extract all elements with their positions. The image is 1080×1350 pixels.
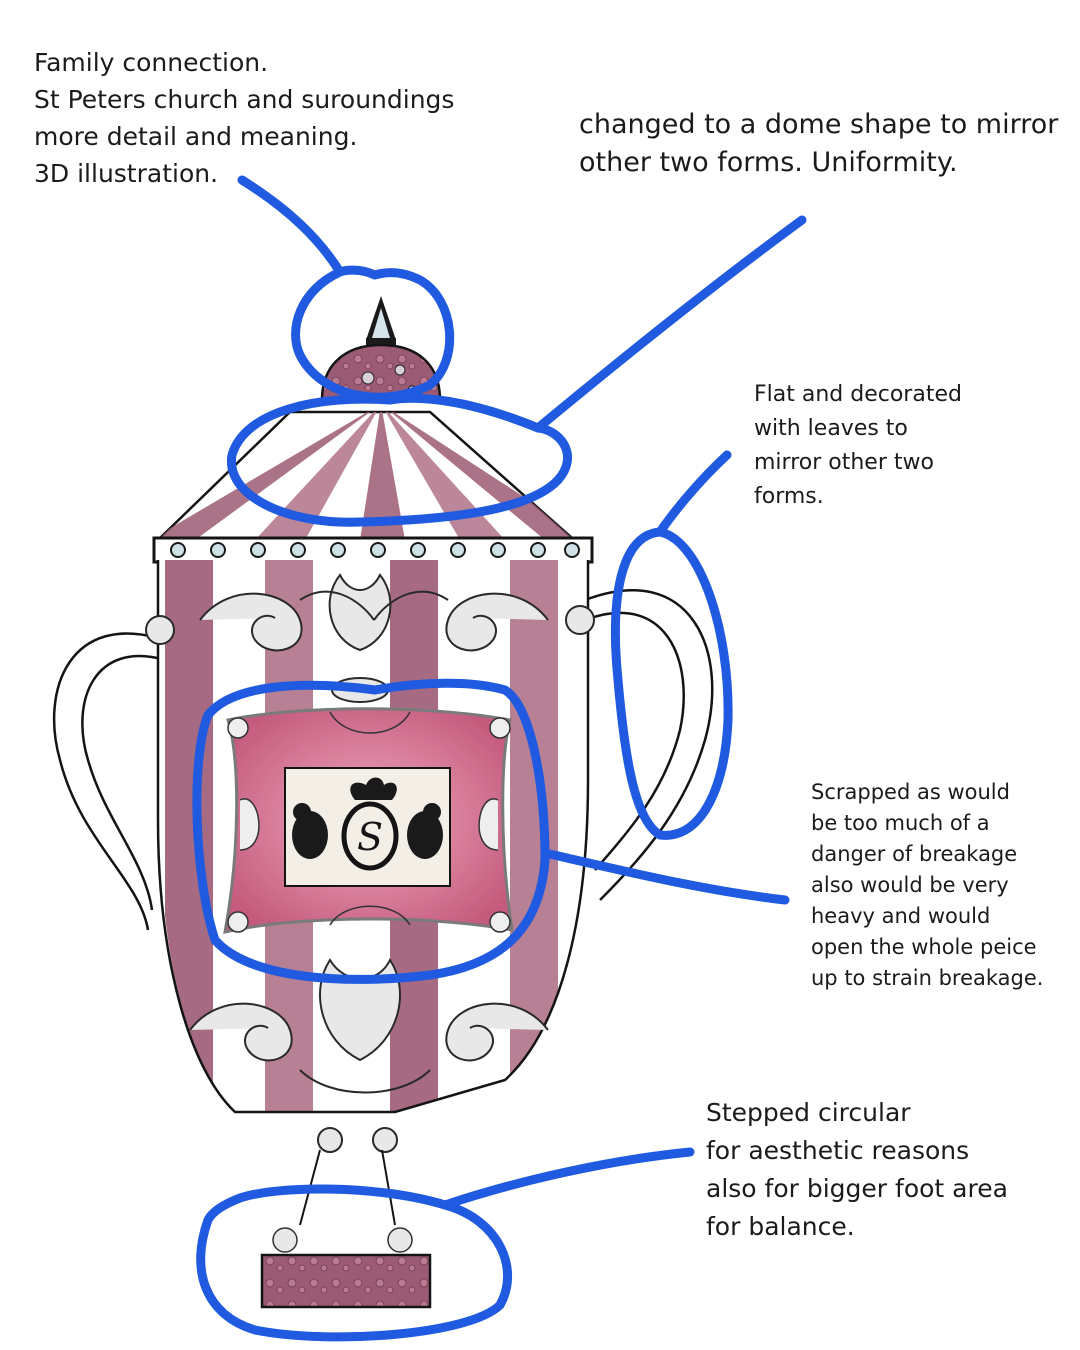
annotation-family-connection: Family connection. St Peters church and … — [34, 44, 454, 192]
panel-leader — [540, 848, 790, 905]
annotation-line: be too much of a — [811, 811, 990, 835]
annotation-line: with leaves to — [754, 416, 908, 441]
annotation-line: for aesthetic reasons — [706, 1136, 970, 1165]
annotation-line: changed to a dome shape to mirror — [579, 109, 1059, 140]
annotation-handles: Flat and decorated with leaves to mirror… — [754, 378, 962, 514]
annotation-line: danger of breakage — [811, 842, 1018, 866]
panel-loop-marker — [192, 678, 550, 984]
jeweled-band — [152, 536, 594, 564]
monogram-medallion: S — [292, 777, 443, 871]
annotation-line: 3D illustration. — [34, 159, 219, 188]
annotation-line: forms. — [754, 484, 824, 509]
left-handle — [52, 632, 166, 931]
annotation-line: heavy and would — [811, 904, 991, 928]
annotation-line: Stepped circular — [706, 1098, 911, 1127]
annotation-line: Scrapped as would — [811, 780, 1010, 804]
annotation-line: up to strain breakage. — [811, 966, 1044, 990]
right-handle — [584, 588, 714, 901]
annotation-dome-shape: changed to a dome shape to mirror other … — [579, 106, 1058, 182]
annotation-line: more detail and meaning. — [34, 122, 358, 151]
lid — [156, 410, 576, 540]
lid-leader — [533, 215, 807, 433]
handle-leader — [655, 450, 732, 537]
upper-filigree — [145, 573, 595, 703]
handle-loop-marker — [610, 527, 733, 840]
finial — [366, 296, 396, 346]
annotation-line: for balance. — [706, 1212, 855, 1241]
annotation-line: also for bigger foot area — [706, 1174, 1008, 1203]
annotation-line: other two forms. Uniformity. — [579, 147, 958, 178]
annotation-markings — [192, 175, 807, 1342]
foot-leader — [440, 1147, 695, 1210]
annotation-line: Family connection. — [34, 48, 269, 77]
foot-base — [260, 1227, 432, 1309]
annotation-stepped-foot: Stepped circular for aesthetic reasons a… — [706, 1094, 1008, 1246]
foot-loop-marker — [196, 1184, 513, 1342]
annotation-line: also would be very — [811, 873, 1009, 897]
lid-ellipse-marker — [227, 393, 573, 527]
dome-cap — [320, 343, 442, 402]
annotation-line: open the whole peice — [811, 935, 1037, 959]
monogram-letter: S — [357, 815, 383, 859]
annotation-line: mirror other two — [754, 450, 934, 475]
annotation-line: St Peters church and suroundings — [34, 85, 455, 114]
lower-filigree — [189, 957, 549, 1153]
annotation-line: Flat and decorated — [754, 382, 962, 407]
annotation-scrapped-panel: Scrapped as would be too much of a dange… — [811, 777, 1043, 994]
